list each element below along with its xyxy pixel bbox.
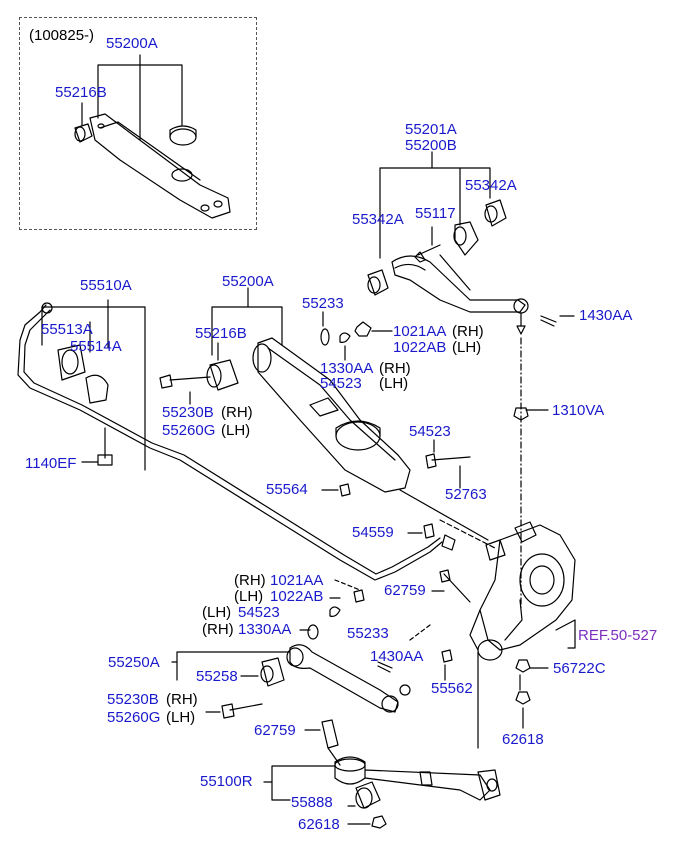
- part-62618-knuckle[interactable]: 62618: [502, 731, 544, 748]
- rh-tag-lower-arm: (RH): [221, 404, 253, 421]
- inset-lower-arm: [74, 113, 231, 219]
- part-1310VA[interactable]: 1310VA: [552, 402, 605, 419]
- part-55230B-lower-arm[interactable]: 55230B: [162, 404, 214, 421]
- part-54523-lower-arm[interactable]: 54523: [409, 423, 451, 440]
- knuckle-leaders: [522, 619, 576, 729]
- part-55342A-left[interactable]: 55342A: [352, 211, 404, 228]
- part-55260G-lower-arm[interactable]: 55260G: [162, 422, 216, 439]
- rh-tag-link-3: (RH): [166, 691, 198, 708]
- part-55342A-right[interactable]: 55342A: [465, 177, 517, 194]
- part-62759-lower[interactable]: 62759: [254, 722, 296, 739]
- stabilizer-leaders: [41, 299, 146, 471]
- part-55250A[interactable]: 55250A: [108, 654, 160, 671]
- part-55200B[interactable]: 55200B: [405, 137, 457, 154]
- lh-tag-upper-2: (LH): [379, 375, 409, 392]
- part-55258[interactable]: 55258: [196, 668, 238, 685]
- part-55201A[interactable]: 55201A: [405, 121, 457, 138]
- part-55216B-inset[interactable]: 55216B: [55, 84, 107, 101]
- part-54523-link[interactable]: 54523: [238, 604, 280, 621]
- assist-arm-leaders: [263, 729, 371, 825]
- part-55233-upper[interactable]: 55233: [302, 295, 344, 312]
- part-55562[interactable]: 55562: [431, 680, 473, 697]
- part-55100R[interactable]: 55100R: [200, 773, 253, 790]
- lh-tag-lower-arm: (LH): [221, 422, 251, 439]
- part-54523-upper[interactable]: 54523: [320, 375, 362, 392]
- lower-arm-leaders: [189, 287, 461, 534]
- part-55564[interactable]: 55564: [266, 481, 308, 498]
- ref-50-527[interactable]: REF.50-527: [578, 627, 658, 644]
- trailing-link-drawing: [221, 569, 471, 719]
- trailing-link-leaders: [171, 590, 446, 713]
- inset-date-code: (100825-): [29, 27, 95, 44]
- lh-tag-link-1: (LH): [234, 588, 264, 605]
- lh-tag-link-3: (LH): [166, 709, 196, 726]
- part-55233-link[interactable]: 55233: [347, 625, 389, 642]
- part-1330AA-upper[interactable]: 1330AA: [320, 360, 374, 377]
- part-55230B-link[interactable]: 55230B: [107, 691, 159, 708]
- part-55513A[interactable]: 55513A: [41, 321, 93, 338]
- assist-arm-drawing: [321, 719, 501, 829]
- part-55216B-lower-arm[interactable]: 55216B: [195, 325, 247, 342]
- inset-leaders: [81, 54, 183, 141]
- part-55117[interactable]: 55117: [415, 205, 456, 222]
- part-1021AA-link[interactable]: 1021AA: [270, 572, 324, 589]
- part-55200A-inset[interactable]: 55200A: [106, 35, 158, 52]
- rh-tag-upper-2: (RH): [379, 360, 411, 377]
- upper-arm-drawing: [320, 199, 557, 611]
- stabilizer-bushing: [57, 344, 113, 466]
- part-52763[interactable]: 52763: [445, 486, 487, 503]
- stabilizer-bar: [17, 302, 456, 581]
- part-1430AA-link[interactable]: 1430AA: [370, 648, 424, 665]
- lh-tag-link-2: (LH): [202, 604, 232, 621]
- part-62618-assist[interactable]: 62618: [298, 816, 340, 833]
- lh-tag-upper: (LH): [452, 339, 482, 356]
- inset-box: [19, 17, 257, 230]
- part-55888[interactable]: 55888: [291, 794, 333, 811]
- rh-tag-link-1: (RH): [234, 572, 266, 589]
- part-55200A-lower-arm[interactable]: 55200A: [222, 273, 274, 290]
- part-54559[interactable]: 54559: [352, 524, 394, 541]
- rh-tag-link-2: (RH): [202, 621, 234, 638]
- part-1140EF[interactable]: 1140EF: [25, 455, 77, 472]
- knuckle-drawing: [399, 489, 576, 749]
- part-55514A[interactable]: 55514A: [70, 338, 122, 355]
- part-1330AA-link[interactable]: 1330AA: [238, 621, 292, 638]
- part-56722C[interactable]: 56722C: [553, 660, 606, 677]
- part-55510A[interactable]: 55510A: [80, 277, 132, 294]
- rh-tag-upper: (RH): [452, 323, 484, 340]
- part-1430AA-upper[interactable]: 1430AA: [579, 307, 633, 324]
- part-55260G-link[interactable]: 55260G: [107, 709, 161, 726]
- part-62759-link[interactable]: 62759: [384, 582, 426, 599]
- upper-arm-leaders: [322, 151, 575, 411]
- part-1022AB-link[interactable]: 1022AB: [270, 588, 324, 605]
- part-1022AB-upper[interactable]: 1022AB: [393, 339, 447, 356]
- part-1021AA-upper[interactable]: 1021AA: [393, 323, 447, 340]
- lower-arm-drawing: [159, 337, 471, 539]
